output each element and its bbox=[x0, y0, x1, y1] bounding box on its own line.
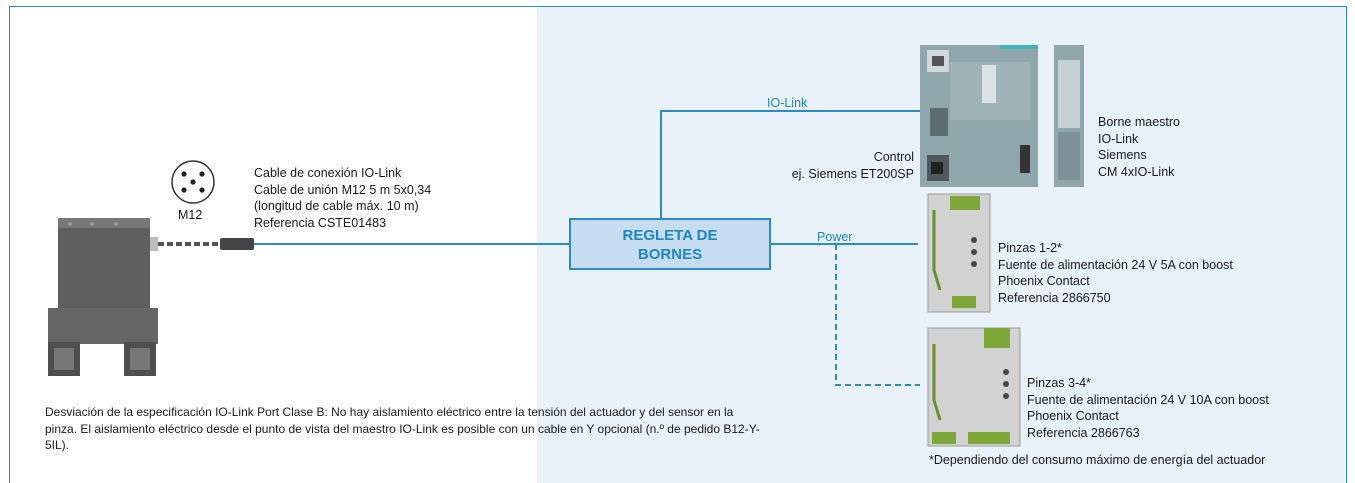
specification-note: Desviación de la especificación IO-Link … bbox=[45, 405, 760, 452]
master-line: Siemens bbox=[1098, 148, 1147, 162]
master-description: Borne maestro IO-Link Siemens CM 4xIO-Li… bbox=[1098, 114, 1180, 180]
terminal-block-box: REGLETA DE BORNES bbox=[569, 218, 771, 270]
cable-description: Cable de conexión IO-Link Cable de unión… bbox=[254, 165, 431, 231]
master-line: IO-Link bbox=[1098, 131, 1139, 146]
control-description: Control ej. Siemens ET200SP bbox=[760, 149, 914, 182]
m12-connector-icon bbox=[171, 160, 215, 204]
master-line: Borne maestro bbox=[1098, 115, 1180, 129]
psu1-line: Pinzas 1-2* bbox=[998, 241, 1062, 255]
power-dashed-wire bbox=[835, 244, 920, 386]
control-line2: ej. Siemens ET200SP bbox=[791, 166, 914, 181]
psu1-line: Phoenix Contact bbox=[998, 274, 1090, 288]
psu2-line: Pinzas 3-4* bbox=[1027, 376, 1091, 390]
psu2-line: Phoenix Contact bbox=[1027, 409, 1119, 423]
io-link-master-module-image bbox=[1054, 45, 1084, 187]
cable-line: Referencia CSTE01483 bbox=[254, 215, 387, 230]
master-line: CM 4xIO-Link bbox=[1098, 164, 1175, 179]
control-unit-image bbox=[920, 45, 1038, 187]
psu2-line: Referencia 2866763 bbox=[1027, 425, 1140, 440]
psu1-line: Fuente de alimentación 24 V 5A con boost bbox=[998, 257, 1233, 272]
gripper-image bbox=[48, 218, 254, 376]
power-supply-2-image bbox=[927, 327, 1021, 447]
control-line1: Control bbox=[873, 150, 914, 164]
io-link-wires bbox=[254, 110, 930, 245]
cable-line: Cable de unión M12 5 m 5x0,34 bbox=[254, 182, 432, 197]
power-label: Power bbox=[817, 230, 853, 244]
footnote: *Dependiendo del consumo máximo de energ… bbox=[929, 453, 1266, 467]
io-link-label: IO-Link bbox=[767, 96, 808, 110]
psu2-description: Pinzas 3-4* Fuente de alimentación 24 V … bbox=[1027, 375, 1269, 441]
cable-line: Cable de conexión IO-Link bbox=[254, 166, 402, 180]
psu1-description: Pinzas 1-2* Fuente de alimentación 24 V … bbox=[998, 240, 1233, 306]
psu2-line: Fuente de alimentación 24 V 10A con boos… bbox=[1027, 392, 1269, 407]
terminal-box-line1: REGLETA DE bbox=[622, 227, 718, 244]
terminal-box-line2: BORNES bbox=[637, 246, 703, 263]
psu1-line: Referencia 2866750 bbox=[998, 290, 1111, 305]
power-supply-1-image bbox=[927, 193, 991, 313]
m12-label: M12 bbox=[178, 208, 203, 222]
cable-line: (longitud de cable máx. 10 m) bbox=[254, 199, 419, 213]
